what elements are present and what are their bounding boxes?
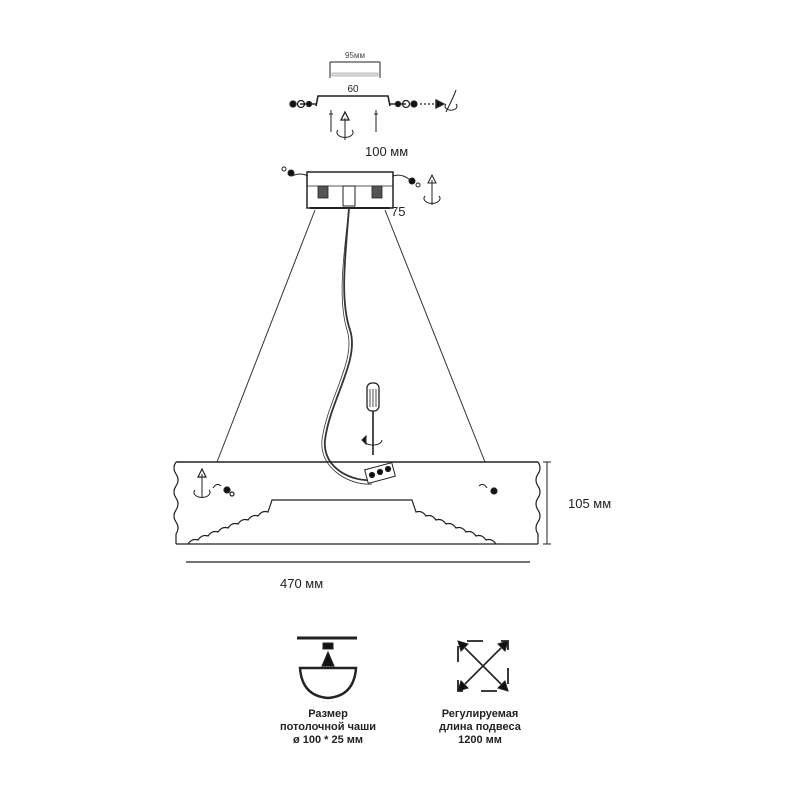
- shade-height-label: 105 мм: [568, 496, 611, 511]
- adjustable-suspension-icon: [457, 640, 509, 692]
- mounting-bracket-detail: [289, 61, 458, 140]
- lamp-shade: [173, 461, 541, 545]
- ceiling-canopy: [281, 166, 441, 209]
- canopy-caption-line-1: Размер: [308, 708, 348, 720]
- canopy-height-label: 75: [391, 204, 405, 219]
- ceiling-canopy-icon: [297, 636, 358, 700]
- bracket-inner-dimension: 95мм: [345, 51, 365, 60]
- shade-width-label: 470 мм: [280, 576, 323, 591]
- canopy-width-label: 100 мм: [365, 144, 408, 159]
- height-dimension-line: [543, 461, 551, 545]
- canopy-caption: Размер потолочной чаши ø 100 * 25 мм: [253, 708, 403, 747]
- suspension-caption-line-1: Регулируемая: [441, 708, 519, 720]
- screwdriver-icon: [361, 382, 383, 455]
- canopy-caption-line-2: потолочной чаши: [279, 721, 377, 733]
- suspension-caption-line-3: 1200 мм: [458, 734, 502, 746]
- suspension-caption-line-2: длина подвеса: [439, 721, 521, 733]
- suspension-caption: Регулируемая длина подвеса 1200 мм: [405, 708, 555, 747]
- suspension-cables: [216, 207, 486, 485]
- bracket-outer-dimension: 60: [347, 84, 359, 95]
- canopy-caption-line-3: ø 100 * 25 мм: [292, 734, 364, 746]
- terminal-block: [364, 462, 396, 484]
